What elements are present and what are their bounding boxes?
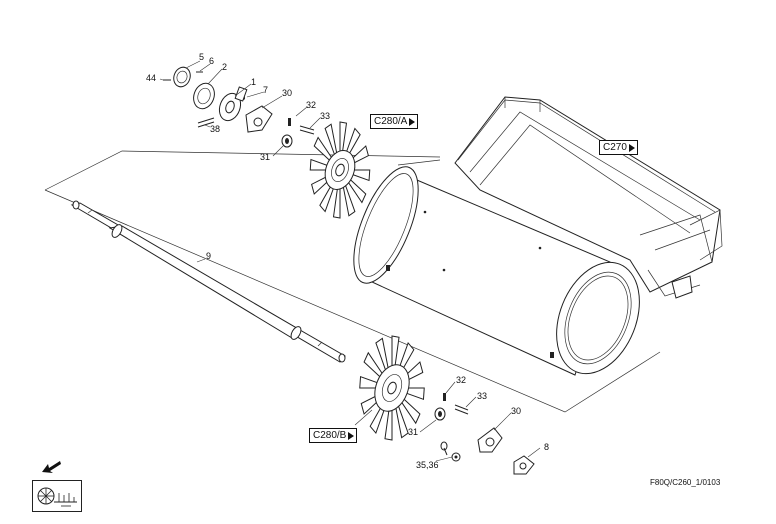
- part-number-33-upper: 33: [320, 111, 331, 121]
- part-number-7: 7: [263, 85, 269, 95]
- part-number-30-upper: 30: [282, 88, 293, 98]
- reference-c280-b-label: C280/B: [313, 430, 347, 441]
- part-number-38: 38: [210, 124, 221, 134]
- drum-cylinder: [353, 159, 640, 376]
- upper-fan-blade: [332, 185, 341, 219]
- lower-fan: [359, 335, 425, 441]
- reference-c270[interactable]: C270: [599, 140, 638, 155]
- fan-rotor-symbol-icon: [32, 480, 82, 512]
- part-number-32-lower: 32: [456, 375, 467, 385]
- part-number-33-lower: 33: [477, 391, 488, 401]
- part-number-44: 44: [146, 73, 157, 83]
- part-number-8: 8: [544, 442, 550, 452]
- part-number-1: 1: [251, 77, 257, 87]
- reference-c280-a-label: C280/A: [374, 116, 408, 127]
- upper-fan-blade: [339, 121, 348, 155]
- triangle-right-icon: [348, 431, 355, 440]
- upper-fan: [309, 121, 371, 219]
- part-number-31-lower: 31: [408, 427, 419, 437]
- part-number-5: 5: [199, 52, 205, 62]
- part-number-2: 2: [222, 62, 228, 72]
- part-number-32-upper: 32: [306, 100, 317, 110]
- main-shaft: [70, 200, 346, 363]
- triangle-right-icon: [409, 117, 416, 126]
- part-number-31-upper: 31: [260, 152, 271, 162]
- reference-c270-label: C270: [603, 142, 627, 153]
- part-number-35-36: 35,36: [416, 460, 439, 470]
- drawing-code: F80Q/C260_1/0103: [650, 478, 721, 487]
- reference-c280-b[interactable]: C280/B: [309, 428, 358, 443]
- part-number-30-lower: 30: [511, 406, 522, 416]
- reference-c280-a[interactable]: C280/A: [370, 114, 419, 129]
- part-number-9: 9: [206, 251, 212, 261]
- reference-pointers: [354, 409, 373, 426]
- leader-lines: [159, 60, 541, 462]
- triangle-right-icon: [628, 143, 635, 152]
- upper-small-parts: [163, 66, 315, 148]
- arrow-down-left-icon: [42, 461, 61, 473]
- part-number-6: 6: [209, 56, 215, 66]
- upper-housing: [454, 96, 723, 299]
